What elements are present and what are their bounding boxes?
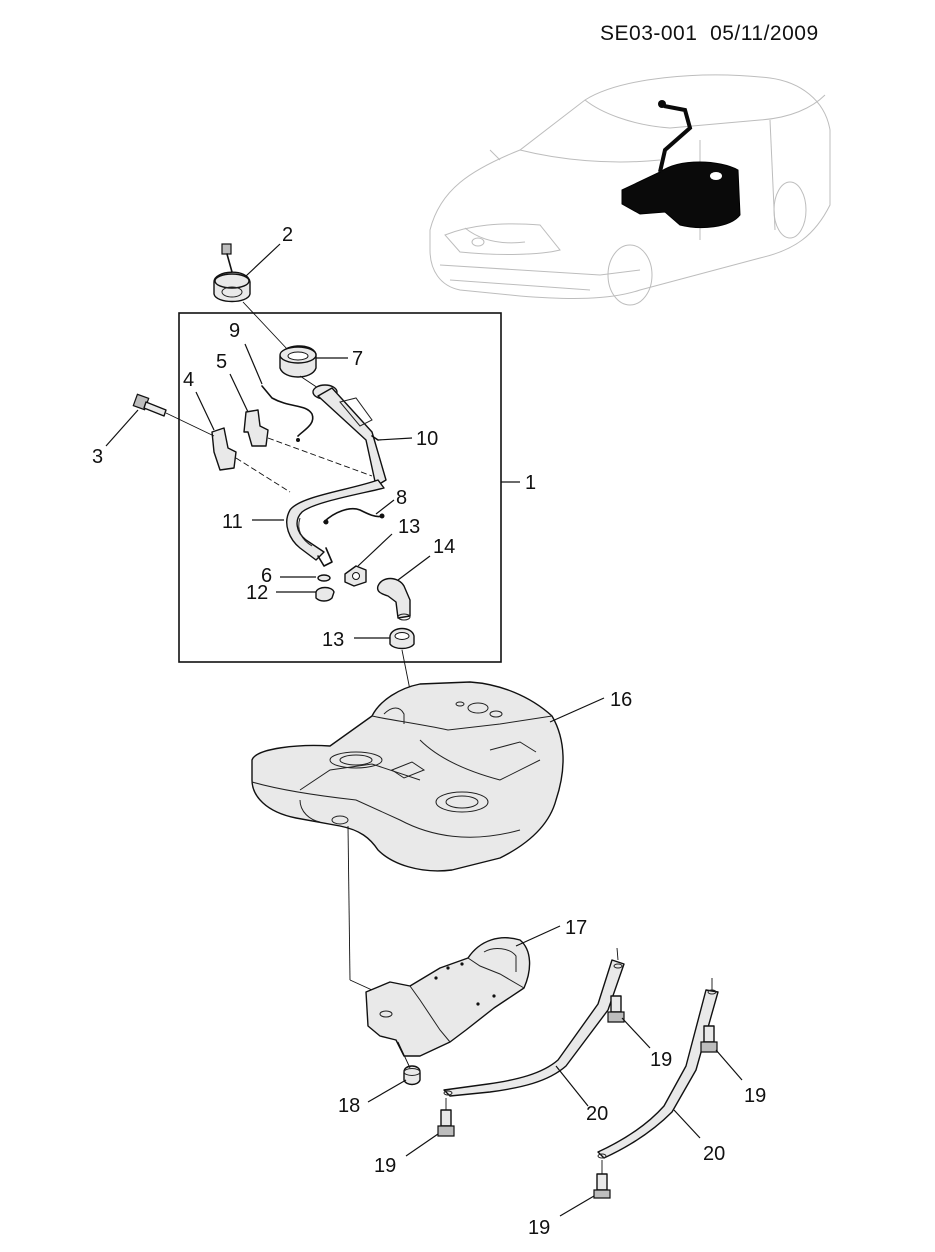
strap-bolt-upper-right bbox=[700, 1025, 718, 1053]
fuel-cap bbox=[213, 243, 251, 303]
diagram-code: SE03-001 bbox=[600, 22, 698, 45]
callout-12-label: 12 bbox=[246, 582, 268, 604]
callout-20a-label: 20 bbox=[586, 1103, 608, 1125]
filler-seal-ring bbox=[279, 345, 317, 378]
callout-18-label: 18 bbox=[338, 1095, 360, 1117]
callout-9-label: 9 bbox=[229, 320, 240, 342]
callout-1-label: 1 bbox=[525, 472, 536, 494]
callout-17-label: 17 bbox=[565, 917, 587, 939]
vehicle-locator-illustration bbox=[429, 74, 831, 306]
callout-16-label: 16 bbox=[610, 689, 632, 711]
callout-19d-label: 19 bbox=[528, 1217, 550, 1239]
retaining-nut bbox=[403, 1065, 421, 1086]
diagram-date: 05/11/2009 bbox=[710, 22, 819, 45]
callout-20b-label: 20 bbox=[703, 1143, 725, 1165]
bracket-lower bbox=[211, 427, 237, 471]
callout-13b-label: 13 bbox=[322, 629, 344, 651]
vent-line bbox=[323, 507, 385, 525]
strap-bolt-upper-left bbox=[607, 995, 625, 1023]
callout-2-label: 2 bbox=[282, 224, 293, 246]
callout-7-label: 7 bbox=[352, 348, 363, 370]
heat-shield bbox=[365, 937, 531, 1057]
filler-neck-pipe bbox=[312, 384, 387, 487]
grommet-upper bbox=[344, 565, 367, 587]
callout-11-label: 11 bbox=[222, 511, 243, 533]
strap-bolt-lower-left bbox=[437, 1109, 455, 1137]
callout-3-label: 3 bbox=[92, 446, 103, 468]
filler-hose bbox=[286, 479, 385, 567]
o-ring bbox=[317, 574, 331, 582]
grommet-lower bbox=[389, 627, 415, 650]
callout-10-label: 10 bbox=[416, 428, 438, 450]
callout-19a-label: 19 bbox=[650, 1049, 672, 1071]
diagram-header: SE03-001 05/11/2009 bbox=[600, 22, 900, 46]
tank-strap-left bbox=[443, 959, 625, 1097]
bracket-upper bbox=[243, 409, 269, 447]
callout-8-label: 8 bbox=[396, 487, 407, 509]
hose-clamp bbox=[315, 586, 335, 602]
callout-4-label: 4 bbox=[183, 369, 194, 391]
callout-5-label: 5 bbox=[216, 351, 227, 373]
strap-bolt-lower-right bbox=[593, 1173, 611, 1199]
filler-assembly-box bbox=[178, 312, 502, 663]
callout-19c-label: 19 bbox=[374, 1155, 396, 1177]
callout-14-label: 14 bbox=[433, 536, 455, 558]
callout-19b-label: 19 bbox=[744, 1085, 766, 1107]
mounting-bolt bbox=[132, 393, 167, 417]
callout-6-label: 6 bbox=[261, 565, 272, 587]
fuel-tank bbox=[251, 681, 564, 872]
vent-tube bbox=[261, 385, 314, 442]
callout-13a-label: 13 bbox=[398, 516, 420, 538]
elbow-hose bbox=[376, 577, 411, 621]
